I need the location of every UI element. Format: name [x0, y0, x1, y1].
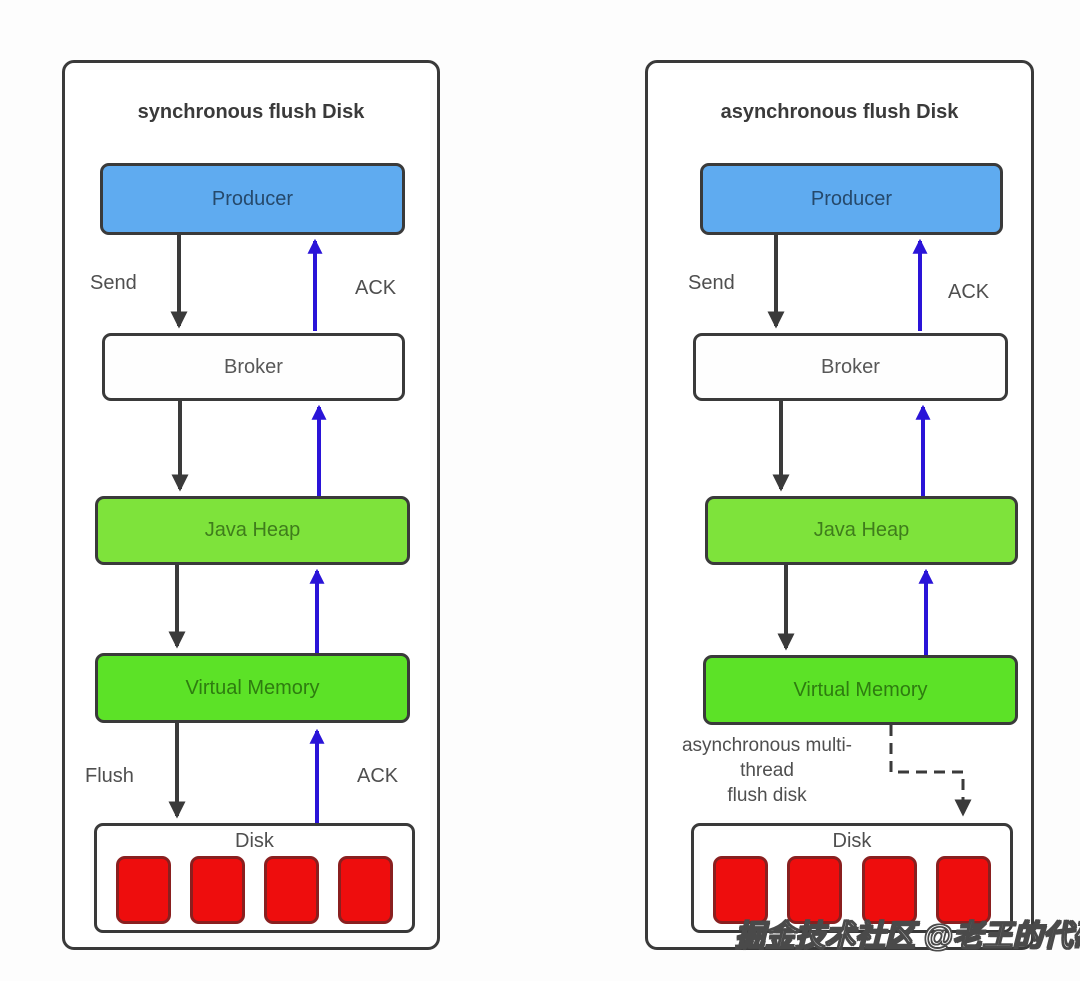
- send-label: Send: [688, 272, 735, 294]
- disk-block: [116, 856, 171, 924]
- disk-block: [935, 856, 991, 924]
- watermark: 掘金技术社区 @老王的代码: [734, 919, 1080, 953]
- java-heap-node: Java Heap: [705, 496, 1018, 565]
- panel-asynchronous: asynchronous flush Disk Producer Broker …: [645, 60, 1034, 950]
- virtual-memory-node: Virtual Memory: [703, 655, 1018, 725]
- disk-label: Disk: [832, 830, 872, 852]
- disk-blocks: [97, 854, 412, 930]
- java-heap-label: Java Heap: [204, 519, 301, 541]
- panel-synchronous: synchronous flush Disk Producer Broker J…: [62, 60, 440, 950]
- producer-label: Producer: [211, 187, 294, 210]
- broker-label: Broker: [224, 355, 283, 378]
- disk-block: [338, 856, 393, 924]
- ack-top-label: ACK: [948, 281, 990, 303]
- disk-block: [713, 856, 769, 924]
- panel-title-asynchronous: asynchronous flush Disk: [720, 101, 959, 123]
- disk-block: [264, 856, 319, 924]
- disk-node: Disk: [691, 823, 1013, 933]
- broker-node: Broker: [102, 333, 405, 401]
- ack-top-label: ACK: [355, 277, 397, 299]
- disk-label: Disk: [235, 830, 274, 852]
- arrows-layer-right: [767, 235, 972, 817]
- panel-title-synchronous: synchronous flush Disk: [137, 101, 365, 123]
- producer-label: Producer: [810, 187, 893, 210]
- disk-node: Disk: [94, 823, 415, 933]
- arrows-layer-left: [168, 235, 327, 823]
- producer-node: Producer: [100, 163, 405, 235]
- broker-node: Broker: [693, 333, 1008, 401]
- java-heap-label: Java Heap: [813, 519, 910, 541]
- virtual-memory-label: Virtual Memory: [793, 678, 928, 701]
- broker-label: Broker: [821, 355, 880, 378]
- disk-block: [190, 856, 245, 924]
- producer-node: Producer: [700, 163, 1003, 235]
- virtual-memory-label: Virtual Memory: [185, 676, 320, 699]
- async-flush-dashed-arrow: [889, 725, 972, 817]
- disk-block: [861, 856, 917, 924]
- disk-blocks: [694, 854, 1010, 930]
- flush-label: Flush: [85, 765, 134, 787]
- virtual-memory-node: Virtual Memory: [95, 653, 410, 723]
- disk-block: [787, 856, 843, 924]
- ack-bottom-label: ACK: [357, 765, 399, 787]
- send-label: Send: [90, 272, 137, 294]
- java-heap-node: Java Heap: [95, 496, 410, 565]
- async-flush-note: asynchronous multi- thread flush disk: [681, 735, 853, 806]
